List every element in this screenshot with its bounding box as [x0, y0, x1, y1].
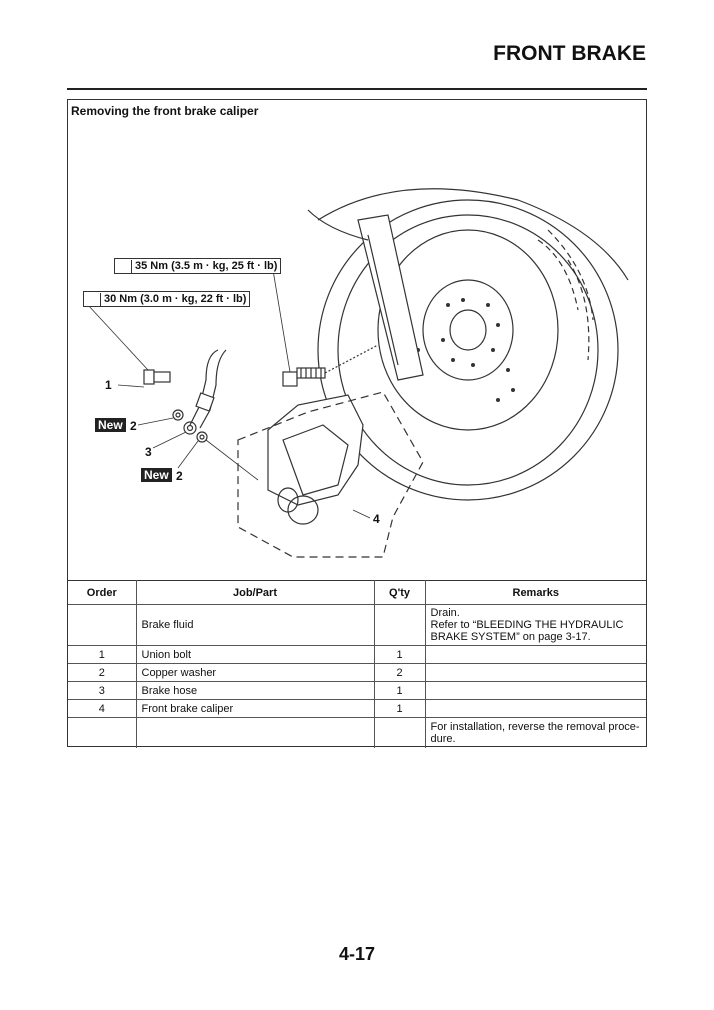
caliper-bolt	[282, 367, 326, 387]
col-order: Order	[68, 580, 137, 605]
fender	[317, 188, 629, 281]
new-badge: New	[141, 468, 172, 482]
col-qty: Q'ty	[373, 580, 426, 605]
torque-wrench-icon	[86, 293, 101, 306]
col-job-part: Job/Part	[135, 580, 375, 605]
torque-callout-30nm: 30 Nm (3.0 m · kg, 22 ft · lb)	[83, 291, 251, 307]
front-brake-caliper	[267, 394, 364, 506]
brake-hose	[189, 349, 227, 429]
front-fork	[357, 214, 424, 381]
part-label-3: 3	[145, 445, 152, 459]
table-row: 2 Copper washer 2	[68, 663, 646, 682]
page-title: FRONT BRAKE	[493, 42, 646, 65]
part-label-2: 2	[176, 469, 183, 483]
union-bolt	[143, 369, 171, 385]
col-remarks: Remarks	[424, 580, 646, 605]
page-number: 4-17	[338, 944, 376, 964]
part-label-2: 2	[130, 419, 137, 433]
remarks-cell: For installation, reverse the removal pr…	[424, 717, 646, 748]
new-badge: New	[95, 418, 126, 432]
torque-wrench-icon	[117, 260, 132, 273]
brake-caliper-illustration	[87, 188, 629, 558]
tire	[317, 199, 619, 501]
parts-table: Order Job/Part Q'ty Remarks Brake fluid …	[68, 580, 646, 748]
part-label-1: 1	[105, 378, 112, 392]
torque-callout-35nm: 35 Nm (3.5 m · kg, 25 ft · lb)	[114, 258, 282, 274]
table-row: 1 Union bolt 1	[68, 645, 646, 664]
table-row: 4 Front brake caliper 1	[68, 699, 646, 718]
part-label-4: 4	[373, 512, 380, 526]
table-header-row: Order Job/Part Q'ty Remarks	[68, 580, 646, 605]
table-row: 3 Brake hose 1	[68, 681, 646, 700]
section-title: Removing the front brake caliper	[71, 104, 259, 118]
table-row: Brake fluid Drain.Refer to “BLEEDING THE…	[68, 604, 646, 646]
brake-disc	[377, 229, 559, 431]
procedure-box: Removing the front brake caliper	[67, 99, 647, 748]
header-rule	[67, 88, 647, 90]
table-row: For installation, reverse the removal pr…	[68, 717, 646, 748]
